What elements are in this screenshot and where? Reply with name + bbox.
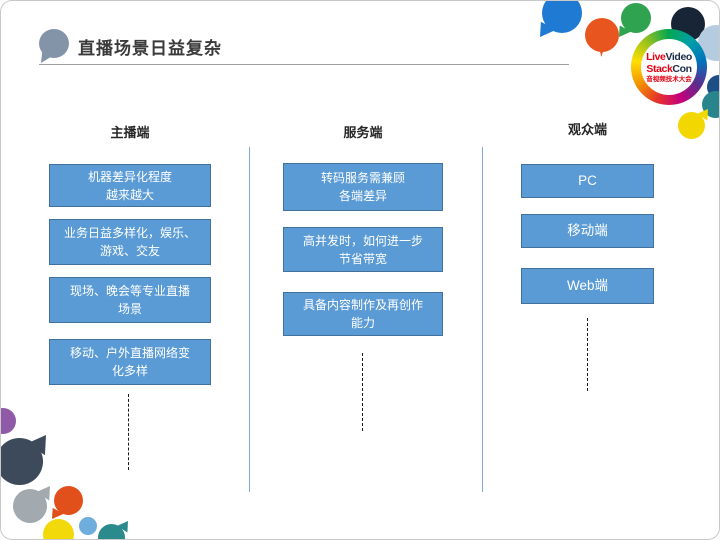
logo-text-line3: 音视频技术大会: [646, 75, 692, 83]
column-audience-header: 观众端: [567, 122, 607, 137]
logo-text-line1: LiveVideo: [646, 50, 692, 63]
logo-label: LiveVideo StackCon 音视频技术大会: [641, 39, 697, 95]
anchor-box-business-variety: 业务日益多样化，娱乐、 游戏、交友: [49, 219, 211, 265]
logo-text-line2: StackCon: [646, 62, 692, 75]
decorative-bubble-gray: [13, 489, 47, 523]
speech-bubble-icon: [39, 29, 69, 58]
decorative-bubble-blue: [542, 1, 582, 33]
page-title: 直播场景日益复杂: [78, 39, 222, 58]
server-box-bandwidth: 高并发时，如何进一步 节省带宽: [283, 227, 443, 272]
decorative-bubble-green: [621, 3, 651, 33]
title-underline: [39, 64, 569, 65]
audience-box-mobile: 移动端: [521, 214, 654, 248]
anchor-box-device-diff: 机器差异化程度 越来越大: [49, 164, 211, 207]
decorative-bubble-orange: [585, 18, 619, 52]
column-divider-left: [249, 147, 250, 492]
audience-box-pc: PC: [521, 164, 654, 198]
server-box-transcode: 转码服务需兼顾 各端差异: [283, 163, 443, 211]
anchor-box-network-variety: 移动、户外直播网络变 化多样: [49, 339, 211, 385]
dashed-connector-anchor: [128, 394, 129, 470]
audience-box-web: Web端: [521, 268, 654, 304]
livevideostackcon-logo: LiveVideo StackCon 音视频技术大会: [631, 29, 707, 105]
column-anchor-header: 主播端: [110, 125, 150, 140]
decorative-bubble-slate: [1, 438, 43, 485]
column-server-header: 服务端: [343, 125, 383, 140]
server-box-content-creation: 具备内容制作及再创作 能力: [283, 292, 443, 336]
decorative-circle-lightblue: [79, 517, 97, 535]
dashed-connector-server: [362, 353, 363, 431]
decorative-circle-purple: [1, 408, 16, 434]
anchor-box-live-scenes: 现场、晚会等专业直播 场景: [49, 277, 211, 323]
decorative-bubble-red: [54, 486, 83, 515]
dashed-connector-audience: [587, 318, 588, 391]
decorative-circle-yellow: [43, 519, 74, 539]
decorative-bubble-yellow: [678, 112, 705, 139]
column-divider-right: [482, 147, 483, 492]
decorative-bubble-teal: [98, 524, 125, 539]
